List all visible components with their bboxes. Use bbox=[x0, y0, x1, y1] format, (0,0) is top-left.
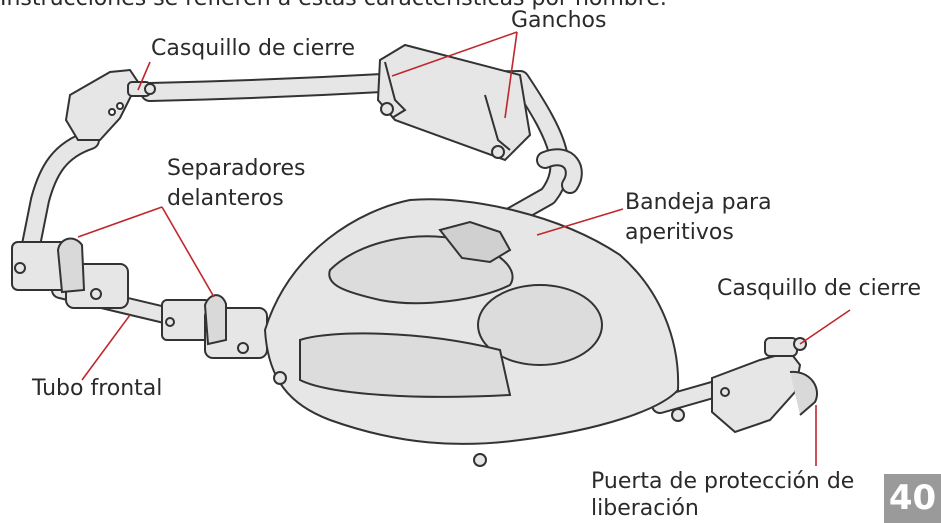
label-locking-sleeve-right: Casquillo de cierre bbox=[717, 276, 921, 301]
hooks-block bbox=[376, 43, 532, 162]
label-front-tube: Tubo frontal bbox=[32, 376, 163, 401]
label-snack-tray-line1: Bandeja para bbox=[625, 190, 772, 215]
label-release-door-line2: liberación bbox=[591, 496, 699, 521]
label-locking-sleeve-left: Casquillo de cierre bbox=[151, 36, 355, 61]
page-number-badge: 40 bbox=[884, 474, 941, 523]
intro-text: Instrucciones se refieren a estas caract… bbox=[0, 0, 667, 11]
label-snack-tray-line2: aperitivos bbox=[625, 220, 734, 245]
left-tube-connector bbox=[11, 241, 129, 309]
front-spacer-right bbox=[203, 294, 227, 346]
right-locking-sleeve bbox=[711, 337, 818, 434]
label-front-spacers-line2: delanteros bbox=[167, 186, 284, 211]
snack-tray bbox=[263, 198, 685, 467]
label-release-door-line1: Puerta de protección de bbox=[591, 469, 855, 494]
label-front-spacers-line1: Separadores bbox=[167, 156, 306, 181]
front-spacer-left bbox=[56, 237, 86, 294]
label-hooks: Ganchos bbox=[511, 8, 607, 33]
leader-lines bbox=[77, 31, 851, 466]
